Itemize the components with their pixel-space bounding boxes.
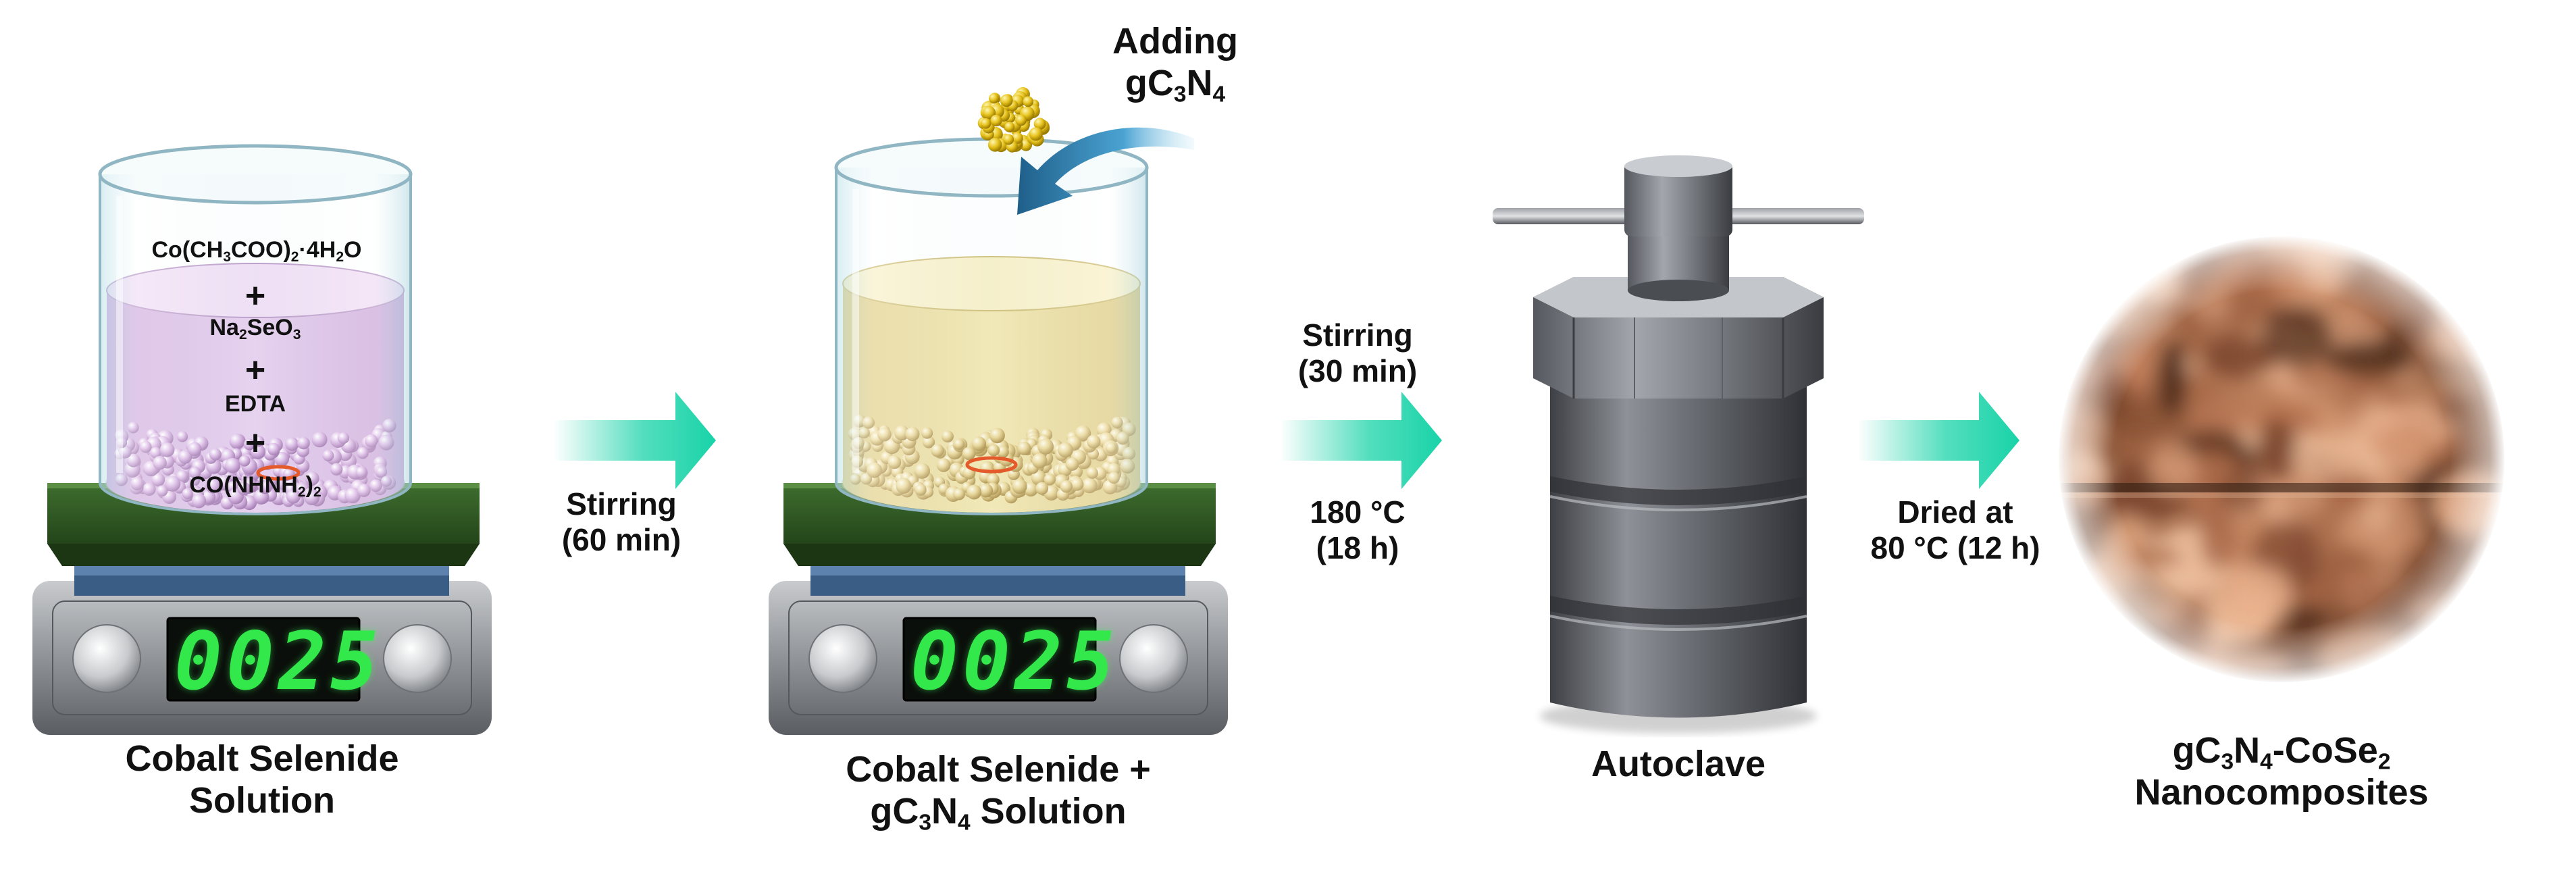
particle	[980, 118, 991, 129]
knob-icon[interactable]	[383, 624, 452, 693]
caption-nanocomposites: gC3N4-CoSe2 Nanocomposites	[2134, 730, 2429, 813]
caption-cobalt-selenide-solution: Cobalt Selenide Solution	[125, 738, 399, 821]
reagent-cobalt-acetate: Co(CH3COO)2·4H2O	[151, 237, 362, 265]
particle	[987, 138, 1002, 152]
adding-label: Adding gC3N4	[1112, 21, 1238, 107]
beaker-icon	[98, 144, 413, 515]
sem-micrograph-icon	[2057, 235, 2506, 684]
knob-icon[interactable]	[72, 624, 141, 693]
sem-grain	[2071, 254, 2137, 280]
particle	[983, 106, 996, 120]
digital-display	[902, 617, 1097, 702]
particle	[1000, 94, 1013, 107]
reagent-edta: EDTA	[224, 391, 286, 417]
display-readout: 0025	[910, 615, 1119, 708]
particle	[990, 114, 1002, 127]
display-readout: 0025	[174, 615, 383, 708]
step2-label-top: Stirring (30 min)	[1297, 317, 1418, 388]
particle	[1029, 127, 1043, 141]
stir-bar-icon	[256, 465, 301, 481]
digital-display	[166, 617, 361, 702]
knob-icon[interactable]	[1119, 624, 1188, 693]
adding-arrow-icon	[1017, 127, 1194, 215]
step3-label: Dried at 80 °C (12 h)	[1870, 494, 2040, 565]
sem-grain	[2109, 642, 2163, 682]
plus-sign: +	[244, 276, 266, 315]
particle	[989, 93, 1000, 104]
plus-sign: +	[244, 351, 266, 390]
autoclave-icon	[1493, 155, 1864, 734]
particle	[1004, 122, 1015, 132]
sem-grain	[2444, 619, 2504, 682]
sem-grain	[2452, 603, 2504, 669]
particle	[1003, 134, 1014, 145]
sem-grain	[2085, 636, 2130, 669]
hotplate-icon	[769, 566, 1228, 735]
caption-mixed-solution: Cobalt Selenide + gC3N4 Solution	[846, 749, 1151, 836]
nanoparticle-cluster-icon	[977, 86, 1050, 153]
reagent-sodium-selenite: Na2SeO3	[209, 315, 301, 342]
stir-bar-icon	[965, 456, 1018, 474]
sem-grain	[2076, 655, 2101, 682]
process-arrow-icon	[1280, 392, 1442, 489]
sem-grain	[2440, 646, 2504, 682]
sem-grain	[2437, 643, 2497, 682]
reagent-carbohydrazide: CO(NHNH2)2	[189, 472, 321, 500]
knob-icon[interactable]	[808, 624, 877, 693]
beaker-icon	[834, 137, 1149, 515]
particle	[1033, 118, 1046, 130]
plus-sign: +	[244, 424, 266, 463]
step1-label: Stirring (60 min)	[561, 486, 681, 557]
caption-autoclave: Autoclave	[1591, 744, 1766, 784]
particle	[1023, 96, 1034, 107]
process-arrow-icon	[1857, 392, 2019, 489]
particle	[1015, 114, 1027, 126]
process-arrow-icon	[554, 392, 716, 489]
step2-label-bottom: 180 °C (18 h)	[1310, 494, 1406, 565]
particle	[1011, 132, 1023, 144]
hotplate-icon	[32, 566, 492, 735]
